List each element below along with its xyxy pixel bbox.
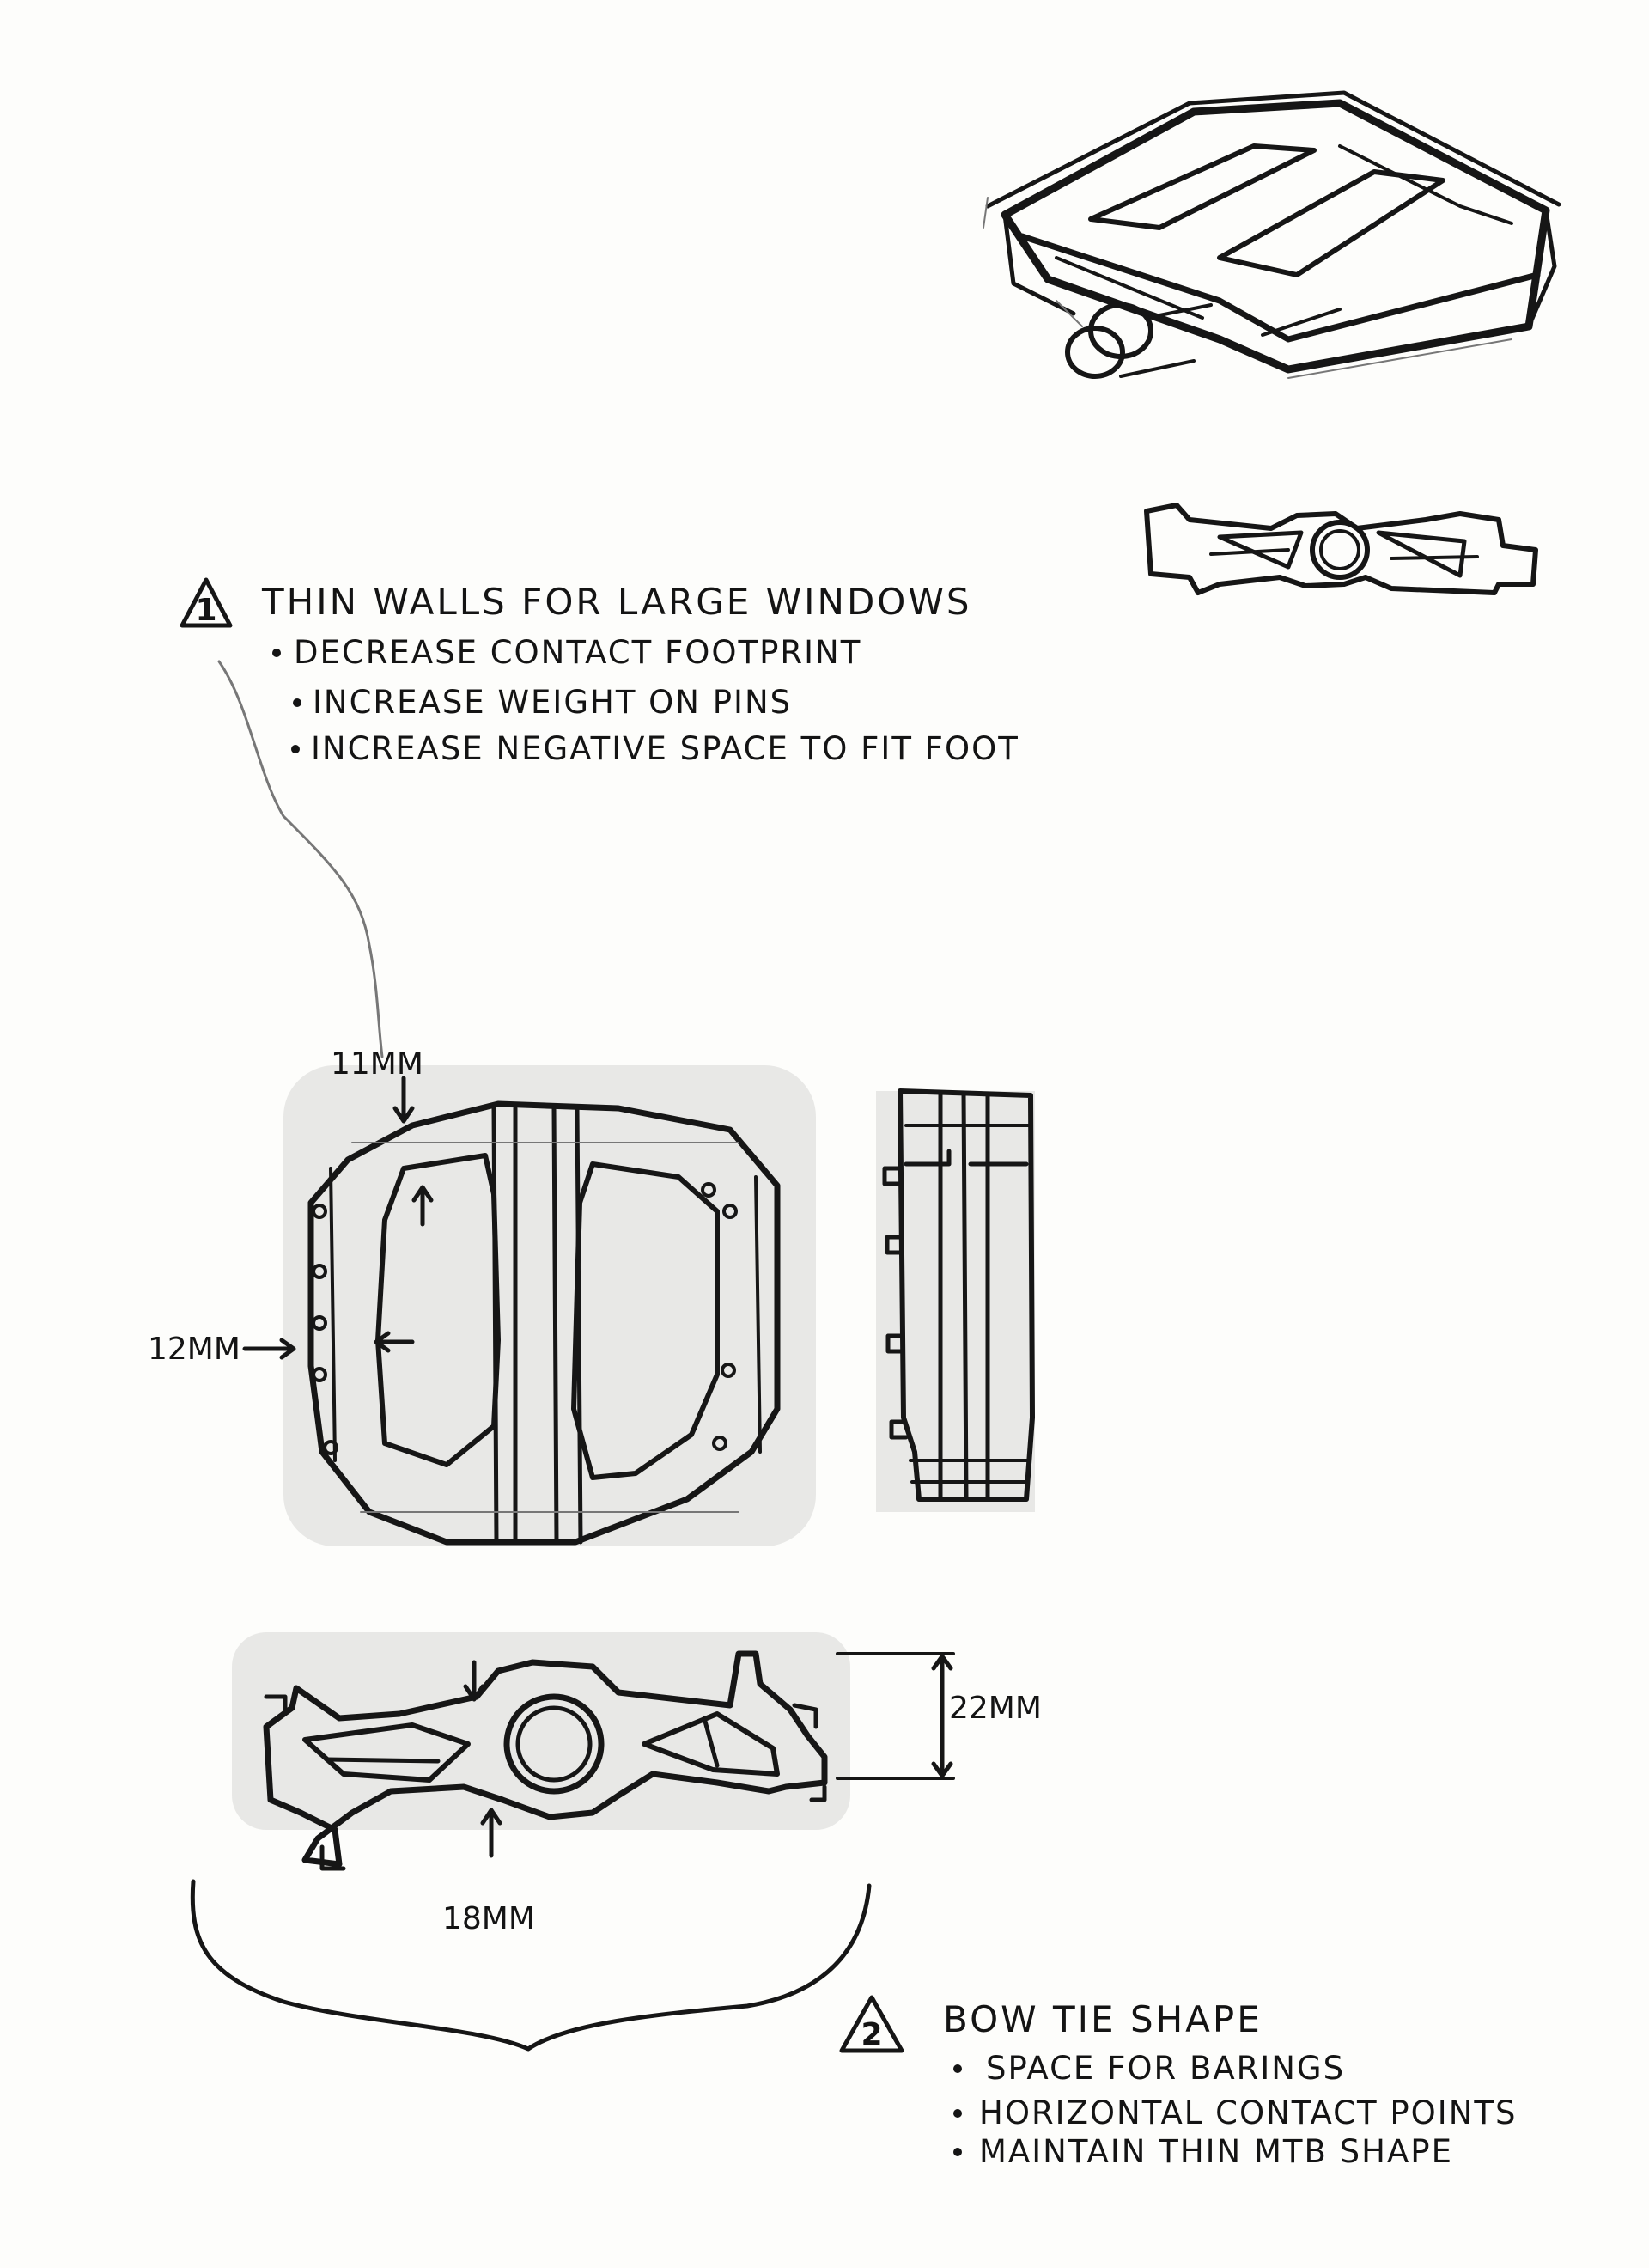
note-2-item-2: HORIZONTAL CONTACT POINTS	[979, 2094, 1517, 2131]
bowtie-thumbnail-sketch	[1144, 503, 1538, 595]
pedal-perspective-sketch	[983, 90, 1561, 379]
note-1-item-2: INCREASE WEIGHT ON PINS	[313, 684, 792, 721]
note-2-item-3: MAINTAIN THIN MTB SHAPE	[979, 2133, 1453, 2170]
badge-2: 2	[839, 1995, 904, 2053]
note-1-item-1: DECREASE CONTACT FOOTPRINT	[294, 634, 861, 671]
badge-1: 1	[180, 577, 233, 628]
dimension-height: 22mm	[949, 1691, 1042, 1726]
note-2-title: BOW TIE SHAPE	[943, 1998, 1263, 2040]
bracket-brace	[190, 1879, 872, 2052]
note-1: 1 THIN WALLS FOR LARGE WINDOWS DECREASE …	[180, 577, 1019, 1058]
dimension-side-wall: 12mm	[148, 1332, 240, 1367]
pedal-top-view: 11mm 12mm	[148, 1046, 816, 1546]
note-2: 2 BOW TIE SHAPE SPACE FOR BARINGS HORIZO…	[839, 1995, 1517, 2170]
pedal-front-view: 22mm 18mm	[232, 1632, 1042, 1936]
note-1-item-3: INCREASE NEGATIVE SPACE TO FIT FOOT	[311, 730, 1019, 767]
pedal-side-view	[876, 1088, 1035, 1512]
dimension-center-thickness: 18mm	[442, 1901, 535, 1936]
note-2-item-1: SPACE FOR BARINGS	[986, 2050, 1345, 2087]
badge-1-number: 1	[195, 593, 216, 628]
note-1-title: THIN WALLS FOR LARGE WINDOWS	[261, 581, 972, 623]
dimension-top-wall: 11mm	[331, 1046, 423, 1082]
badge-2-number: 2	[861, 2017, 882, 2052]
